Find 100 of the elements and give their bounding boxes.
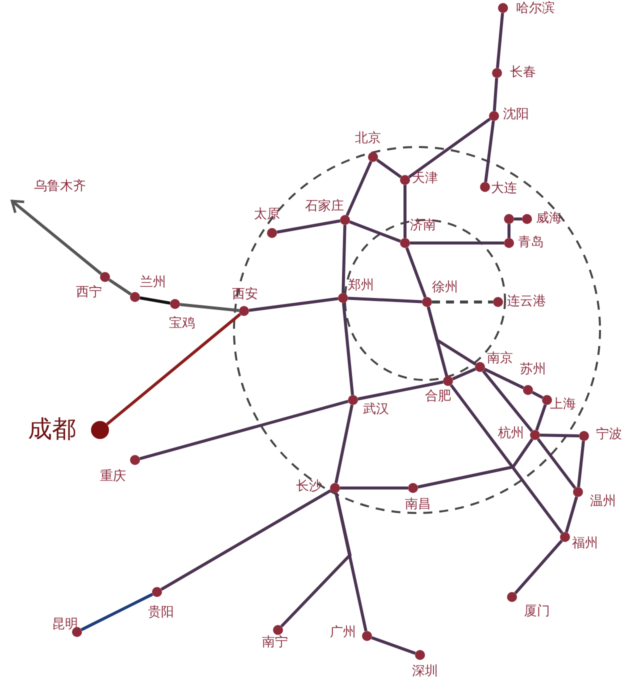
station-dot — [368, 152, 378, 162]
rail-line — [280, 492, 352, 628]
rail-line — [405, 247, 427, 298]
station-dot — [400, 238, 410, 248]
station-dot — [480, 182, 490, 192]
city-name: 成都 — [28, 416, 76, 442]
city-name: 西宁 — [76, 286, 102, 300]
station-dot — [493, 297, 503, 307]
rail-line — [564, 496, 578, 533]
city-name: 兰州 — [140, 276, 166, 290]
rail-line — [514, 218, 522, 220]
rail-line — [540, 434, 580, 438]
station-dot — [523, 385, 533, 395]
rail-line — [349, 220, 401, 243]
station-dot — [507, 592, 517, 602]
rail-line — [140, 296, 170, 305]
city-name: 青岛 — [518, 236, 544, 250]
rail-line — [160, 489, 332, 591]
city-name: 天津 — [412, 172, 438, 186]
rail-line — [452, 368, 476, 380]
station-dot — [152, 587, 162, 597]
rail-line — [432, 300, 493, 304]
city-name: 威海 — [536, 212, 562, 226]
rail-line — [418, 438, 534, 488]
rail-line — [248, 297, 338, 312]
city-name: 西安 — [232, 288, 258, 302]
city-name: 济南 — [410, 219, 436, 234]
city-name: 厦门 — [524, 605, 550, 620]
rail-line — [514, 540, 563, 594]
rail-line — [484, 368, 524, 390]
city-name: 深圳 — [412, 665, 438, 680]
rail-line — [508, 224, 510, 238]
station-dot — [340, 215, 350, 225]
city-name: 南宁 — [262, 636, 288, 650]
station-dot — [338, 293, 348, 303]
city-name: 上海 — [550, 398, 576, 412]
city-name: 长春 — [510, 66, 536, 80]
station-dot — [530, 430, 540, 440]
rail-line — [450, 384, 564, 534]
city-name: 重庆 — [100, 470, 126, 484]
city-name: 连云港 — [507, 295, 546, 310]
rail-line — [536, 438, 576, 489]
station-dot — [239, 306, 249, 316]
rail-line — [340, 486, 408, 490]
station-dot — [330, 483, 340, 493]
station-dot — [408, 483, 418, 493]
city-name: 哈尔滨 — [516, 2, 555, 16]
rail-line — [80, 592, 154, 632]
city-name: 贵阳 — [148, 606, 174, 620]
rail-line — [276, 219, 340, 234]
station-dot — [560, 532, 570, 542]
city-name: 昆明 — [52, 618, 78, 632]
station-dot — [362, 631, 372, 641]
rail-line — [342, 302, 354, 396]
station-dot — [400, 175, 410, 185]
station-dot — [170, 299, 180, 309]
station-dot — [348, 395, 358, 405]
station-dot — [542, 395, 552, 405]
station-dot — [91, 421, 109, 439]
station-dot — [130, 455, 140, 465]
station-dot — [422, 297, 432, 307]
rail-line — [139, 400, 349, 460]
city-name: 北京 — [355, 132, 381, 146]
station-dot — [100, 272, 110, 282]
rail-line — [408, 118, 491, 178]
station-dot — [579, 431, 589, 441]
rail-line — [577, 440, 585, 488]
rail-line — [334, 404, 354, 484]
station-dot — [415, 650, 425, 660]
city-name: 乌鲁木齐 — [34, 180, 86, 194]
station-dot — [130, 292, 140, 302]
city-name: 宝鸡 — [169, 317, 195, 332]
rail-line — [10, 200, 102, 275]
rail-line — [108, 278, 132, 296]
city-name: 大连 — [491, 182, 517, 196]
station-dot — [504, 214, 514, 224]
rail-line — [426, 306, 477, 366]
station-dot — [475, 362, 485, 372]
rail-line — [482, 370, 534, 432]
rail-line — [376, 158, 402, 178]
rail-line — [348, 296, 422, 304]
city-name: 宁波 — [596, 428, 622, 442]
city-name: 长沙 — [296, 480, 322, 494]
rail-line — [410, 242, 504, 244]
rail-line — [358, 380, 444, 400]
rail-line — [371, 636, 416, 655]
rail-line — [346, 160, 372, 216]
rail-line — [484, 120, 495, 182]
city-name: 杭州 — [498, 427, 524, 442]
rail-line — [496, 12, 504, 68]
station-dot — [443, 376, 453, 386]
station-dot — [504, 238, 514, 248]
station-dot — [267, 228, 277, 238]
city-name: 沈阳 — [503, 108, 529, 122]
city-name: 徐州 — [432, 281, 458, 296]
rail-line — [342, 224, 346, 294]
rail-line — [492, 78, 498, 112]
city-name: 南昌 — [405, 498, 431, 512]
rail-line — [180, 303, 240, 312]
city-name: 武汉 — [363, 403, 389, 418]
